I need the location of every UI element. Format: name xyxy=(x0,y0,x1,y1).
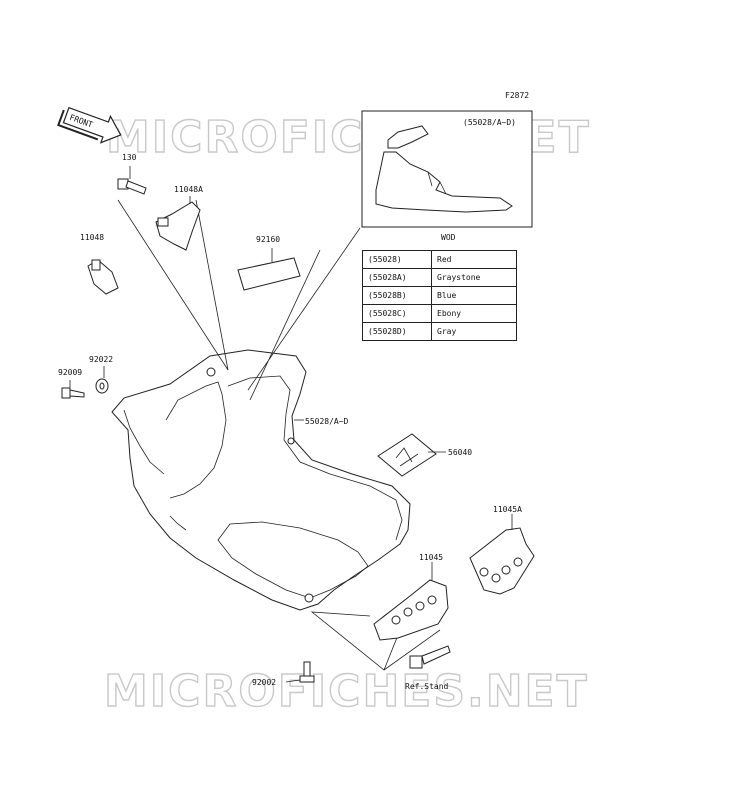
lower-cowl-drawing xyxy=(111,349,411,611)
color-code-cell: (55028A) xyxy=(362,268,432,287)
color-name-cell: Gray xyxy=(431,322,517,341)
stand-bolt-drawing xyxy=(409,645,451,669)
table-row: (55028B) Blue xyxy=(362,286,517,305)
table-row: (55028C) Ebony xyxy=(362,304,517,323)
bracket-11048A-drawing xyxy=(155,201,201,251)
part-11045A-label: 11045A xyxy=(493,505,522,514)
leader-lines-bottom xyxy=(310,611,441,671)
part-11048A-label: 11048A xyxy=(174,185,203,194)
color-name-cell: Graystone xyxy=(431,268,517,287)
table-row: (55028) Red xyxy=(362,250,517,269)
color-code-cell: (55028D) xyxy=(362,322,432,341)
bolt-130-drawing xyxy=(117,178,147,195)
clip-11048-drawing xyxy=(87,259,119,295)
inset-caption: WOD xyxy=(441,233,456,242)
part-92002-label: 92002 xyxy=(252,678,276,687)
watermark-bottom: MICROFICHES.NET xyxy=(104,666,589,717)
inset-title: (55028/A~D) xyxy=(463,118,516,127)
bracket-11045-drawing xyxy=(373,579,449,641)
ref-stand-label: Ref.Stand xyxy=(405,682,449,691)
figure-code: F2872 xyxy=(505,91,529,100)
bolt-92002-drawing xyxy=(299,661,315,683)
color-code-cell: (55028C) xyxy=(362,304,432,323)
part-55028-label: 55028/A~D xyxy=(305,417,349,426)
part-56040-label: 56040 xyxy=(448,448,472,457)
part-11045-label: 11045 xyxy=(419,553,443,562)
color-name-cell: Ebony xyxy=(431,304,517,323)
color-name-cell: Red xyxy=(431,250,517,269)
part-92009-label: 92009 xyxy=(58,368,82,377)
part-11048-label: 11048 xyxy=(80,233,104,242)
table-row: (55028A) Graystone xyxy=(362,268,517,287)
table-row: (55028D) Gray xyxy=(362,322,517,341)
screw-92009-drawing xyxy=(61,387,85,399)
bracket-11045A-drawing xyxy=(469,527,535,595)
color-table: (55028) Red (55028A) Graystone (55028B) … xyxy=(362,250,517,341)
washer-92022-drawing xyxy=(95,378,109,394)
part-92022-label: 92022 xyxy=(89,355,113,364)
pad-92160-drawing xyxy=(237,257,301,291)
color-code-cell: (55028B) xyxy=(362,286,432,305)
leader-lines-top xyxy=(117,199,361,401)
part-130-label: 130 xyxy=(122,153,137,162)
color-code-cell: (55028) xyxy=(362,250,432,269)
inset-cowl-drawing xyxy=(375,125,513,213)
front-arrow-icon: FRONT xyxy=(57,106,122,144)
part-92160-label: 92160 xyxy=(256,235,280,244)
color-name-cell: Blue xyxy=(431,286,517,305)
decal-56040-drawing xyxy=(377,433,437,477)
